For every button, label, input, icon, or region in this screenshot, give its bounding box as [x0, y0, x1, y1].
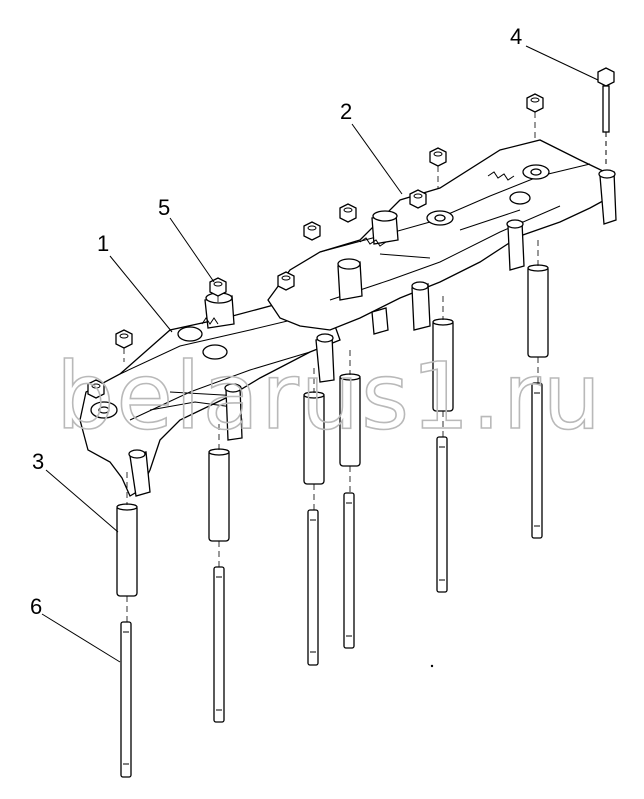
assembly-lines	[123, 112, 539, 622]
callouts: 1 2 3 4 5 6	[30, 24, 522, 619]
nut	[409, 189, 427, 209]
tube	[208, 448, 230, 542]
pushrod	[343, 492, 355, 649]
tube	[116, 503, 138, 597]
nut	[526, 93, 544, 113]
nut	[339, 203, 357, 223]
callout-3: 3	[32, 449, 44, 474]
callout-6: 6	[30, 594, 42, 619]
nut	[209, 277, 227, 297]
callout-2: 2	[340, 99, 352, 124]
pushrod	[213, 566, 225, 723]
leader-line-6	[41, 613, 121, 663]
nuts	[87, 93, 544, 399]
callout-1: 1	[97, 231, 109, 256]
pushrod	[436, 436, 448, 593]
leader-line-5	[169, 217, 215, 283]
rocker-assembly-right	[201, 139, 617, 335]
callout-4: 4	[510, 24, 522, 49]
nut	[429, 147, 447, 167]
bolt	[597, 67, 615, 168]
leader-line-4	[525, 45, 599, 81]
pushrod	[120, 621, 132, 778]
leader-line-3	[45, 469, 119, 533]
leader-line-1	[109, 255, 173, 333]
pushrod	[307, 509, 319, 666]
pushrod	[531, 382, 543, 539]
nut	[303, 221, 321, 241]
tube	[527, 264, 549, 358]
dot-mark	[430, 664, 434, 668]
callout-5: 5	[158, 195, 170, 220]
pushrods	[120, 382, 543, 778]
nut	[87, 379, 105, 399]
leader-line-2	[351, 123, 403, 195]
watermark: belarus1.ru	[56, 343, 603, 450]
leader-lines	[41, 45, 599, 663]
nut	[115, 329, 133, 349]
nut	[277, 271, 295, 291]
